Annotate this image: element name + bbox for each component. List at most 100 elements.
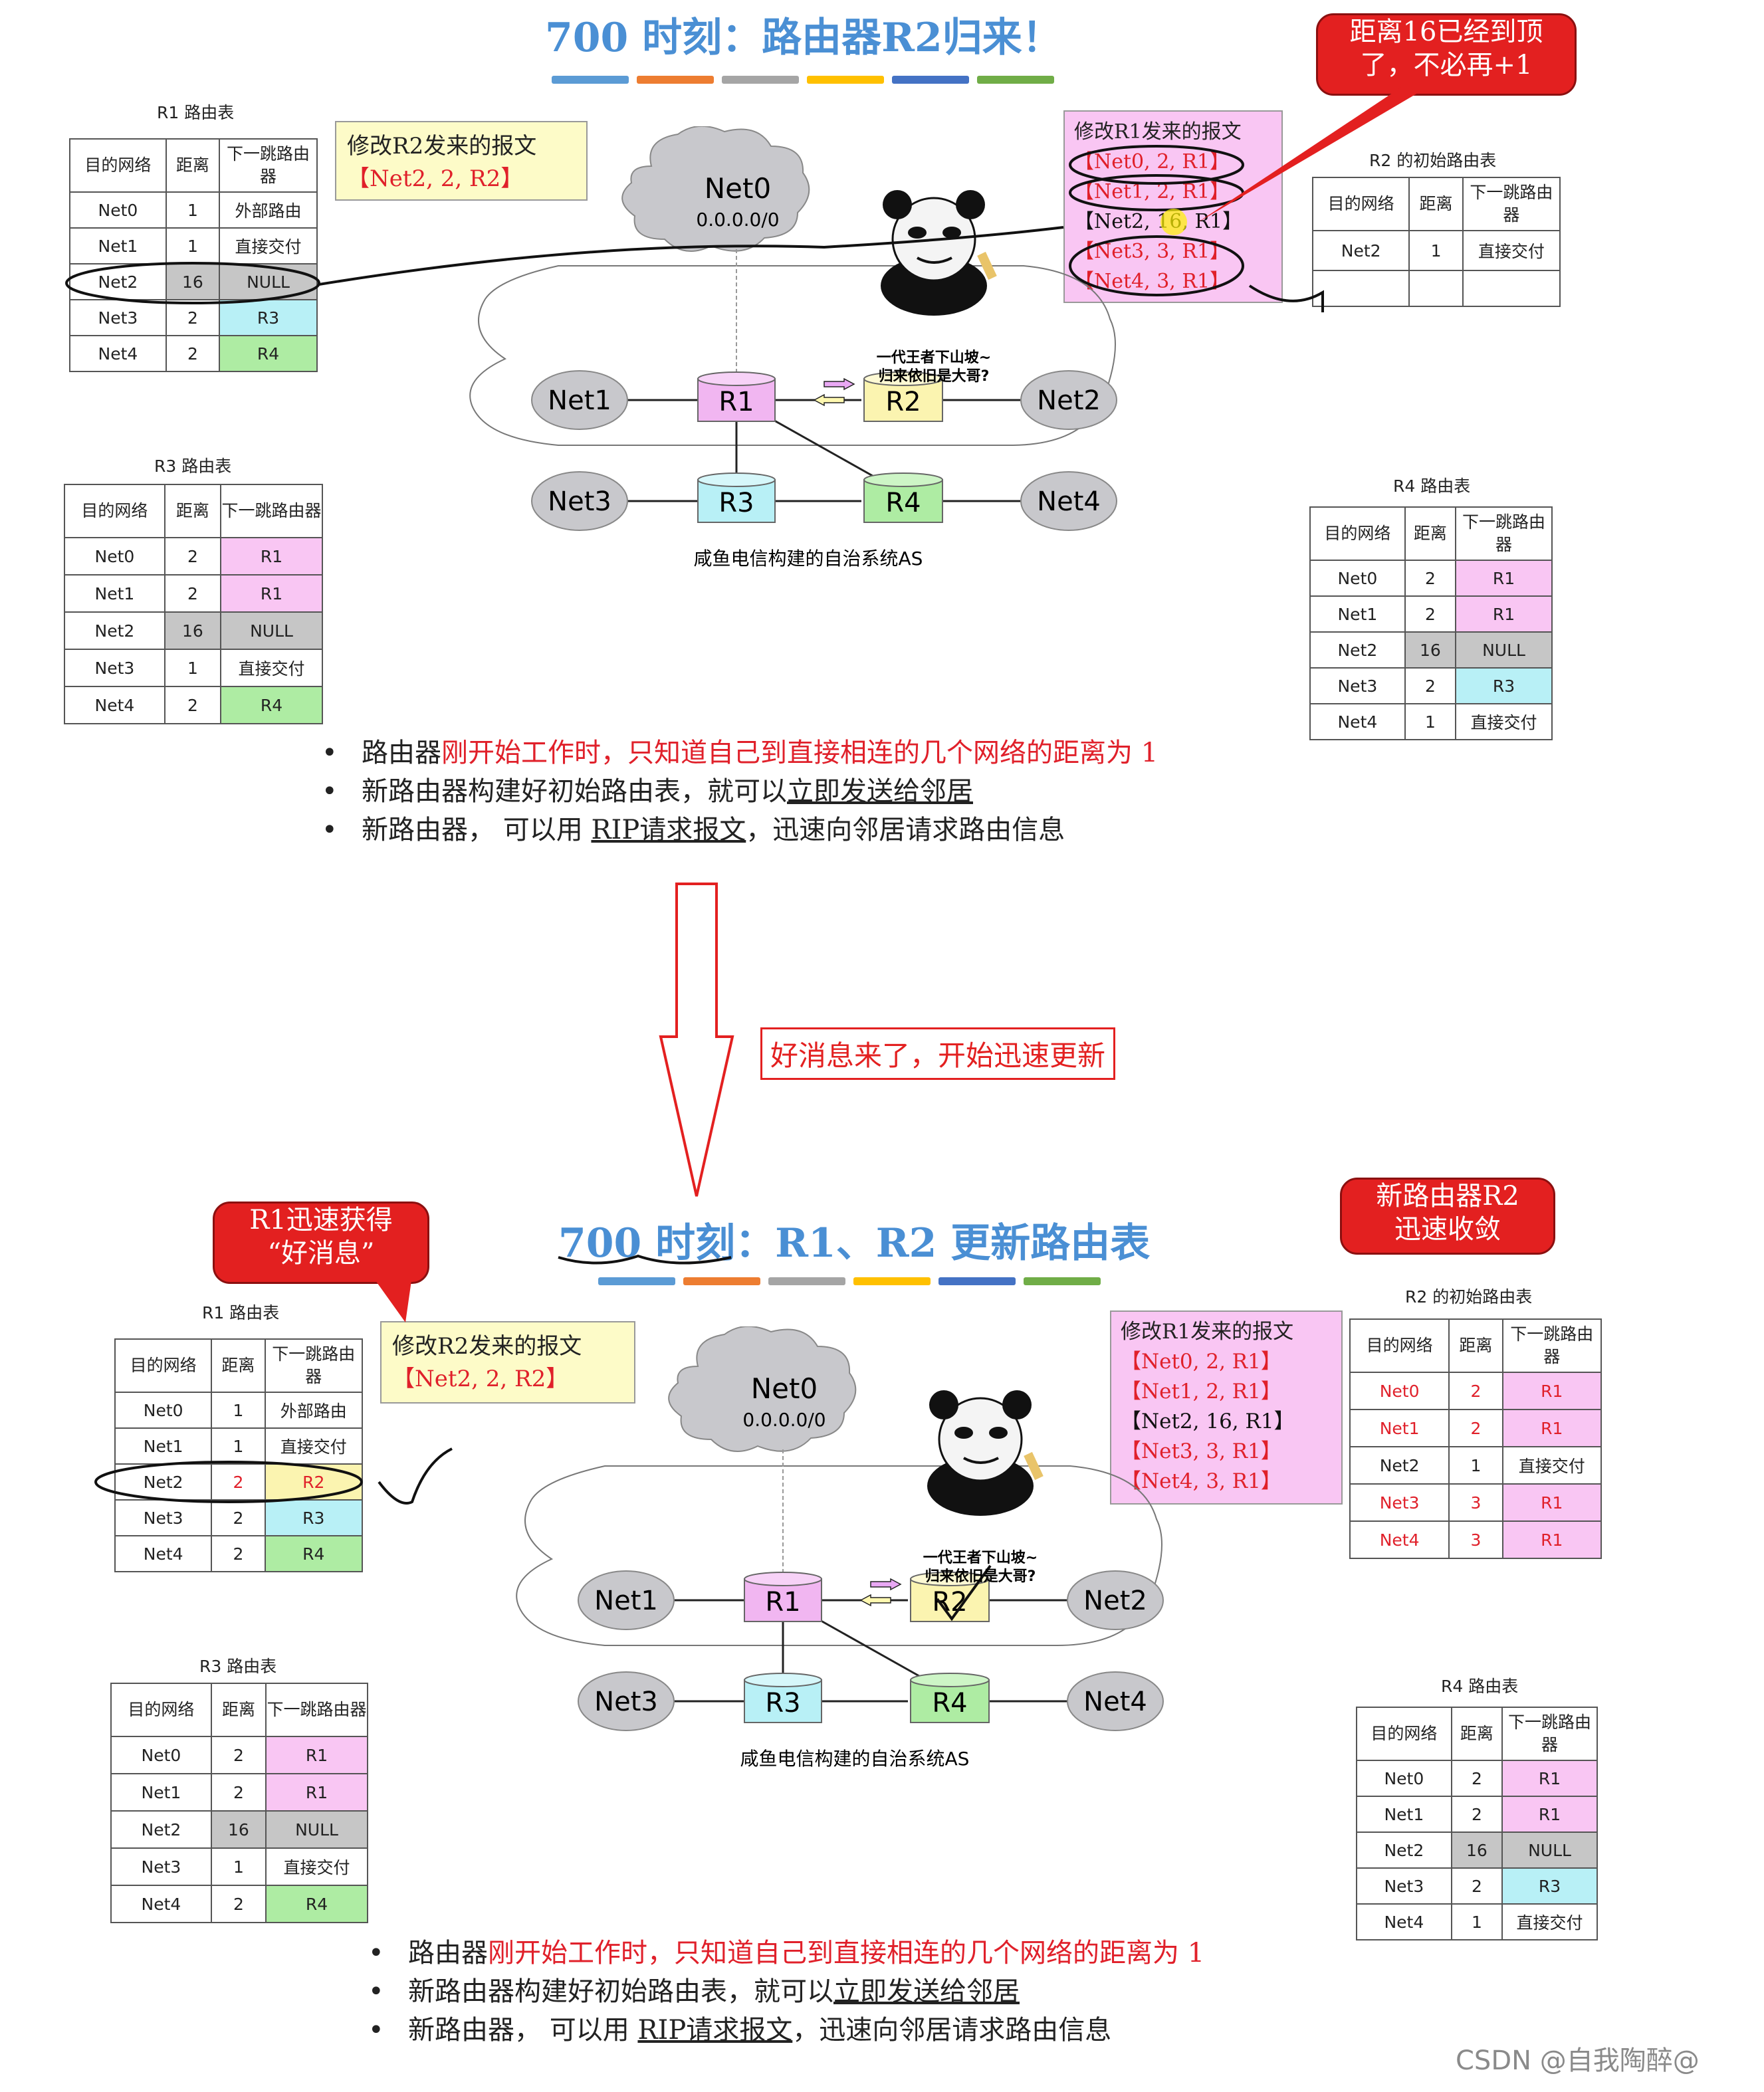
- cell: R2: [264, 1463, 364, 1501]
- cell: 2: [1448, 1409, 1503, 1447]
- cell: 2: [210, 1885, 267, 1923]
- net0-label: Net0: [751, 1372, 818, 1405]
- col-header: 下一跳路由器: [220, 484, 323, 538]
- cell: Net1: [64, 574, 165, 613]
- cell: Net2: [1349, 1446, 1450, 1485]
- col-header: 距离: [210, 1683, 267, 1737]
- cell: Net0: [1309, 560, 1406, 597]
- bullet-dot: •: [368, 1938, 384, 1968]
- net0-addr: 0.0.0.0/0: [742, 1409, 826, 1431]
- annotation-underline-title: [558, 1254, 732, 1265]
- color-bar-3: [722, 76, 799, 84]
- cell: 1: [164, 649, 222, 687]
- col-header: 目的网络: [69, 138, 167, 193]
- color-bar-1: [552, 76, 629, 84]
- color-bar-6: [977, 76, 1054, 84]
- table-row: [1311, 270, 1561, 307]
- top-r2-caption: R2 的初始路由表: [1369, 151, 1497, 170]
- color-bar-2: [683, 1277, 760, 1285]
- col-header: 下一跳路由器: [1462, 177, 1561, 231]
- top-color-bar: [552, 76, 1054, 84]
- cell: 3: [1448, 1483, 1503, 1522]
- cell: R4: [219, 335, 318, 372]
- bullet-dot: •: [322, 738, 338, 768]
- col-header: 目的网络: [1349, 1318, 1450, 1373]
- msg-title: 修改R2发来的报文: [347, 133, 537, 159]
- cell: 2: [211, 1535, 266, 1572]
- cell: 2: [1450, 1796, 1503, 1833]
- color-bar-3: [768, 1277, 845, 1285]
- annotation-circle-net2: [94, 1461, 363, 1503]
- cell: 直接交付: [264, 1427, 364, 1465]
- col-header: 下一跳路由器: [1455, 506, 1553, 561]
- table-header-row: 目的网络 距离 下一跳路由器: [1309, 506, 1553, 561]
- router-r2: R2: [863, 371, 943, 422]
- bullet-item: •新路由器构建好初始路由表，就可以立即发送给邻居: [368, 1972, 1204, 2011]
- cell: [1408, 270, 1464, 307]
- top-r3-caption: R3 路由表: [154, 457, 232, 476]
- bullet-item: •新路由器构建好初始路由表，就可以立即发送给邻居: [322, 772, 1158, 811]
- arrow-r2-to-r1: [813, 393, 845, 407]
- middle-note: 好消息来了，开始迅速更新: [760, 1027, 1116, 1080]
- net3-label: Net3: [548, 486, 611, 517]
- meme-text-2: 归来依旧是大哥?: [925, 1568, 1036, 1585]
- color-bar-4: [807, 76, 884, 84]
- net4-label: Net4: [1083, 1687, 1147, 1717]
- bullet-item: •路由器刚开始工作时，只知道自己到直接相连的几个网络的距离为 1: [322, 734, 1158, 772]
- msg-line: 【Net0, 2, R1】: [1074, 150, 1230, 173]
- cell: 16: [210, 1810, 267, 1849]
- cell: 2: [210, 1736, 267, 1774]
- bottom-callout-right: 新路由器R2 迅速收敛: [1340, 1178, 1555, 1255]
- top-title: 700 时刻：路由器R2归来！: [545, 15, 1062, 61]
- cell: 3: [1448, 1520, 1503, 1559]
- col-header: 距离: [1404, 506, 1457, 561]
- cell: Net0: [1356, 1760, 1452, 1797]
- msg-line: 【Net1, 2, R1】: [1121, 1380, 1281, 1404]
- cell: R1: [1501, 1520, 1602, 1559]
- cell: 1: [165, 191, 221, 229]
- cell: 2: [1450, 1760, 1503, 1797]
- cell: 直接交付: [1462, 230, 1561, 271]
- cell: Net0: [1349, 1372, 1450, 1410]
- annotation-circle-msg-2: [1069, 174, 1244, 211]
- bullet-pre: 新路由器， 可以用: [362, 815, 592, 845]
- col-header: 下一跳路由器: [219, 138, 318, 193]
- cell: 2: [211, 1463, 266, 1501]
- check-mark-icon: [936, 1564, 992, 1621]
- cell: NULL: [1501, 1831, 1598, 1869]
- bottom-title: 700 时刻：R1、R2 更新路由表: [558, 1220, 1151, 1267]
- annotation-arrow-to-r2: [1248, 284, 1324, 312]
- col-header: 下一跳路由器: [1501, 1707, 1598, 1761]
- col-header: 下一跳路由器: [264, 1338, 364, 1393]
- net4-cloud: Net4: [1020, 471, 1117, 531]
- top-callout-line-2: 了，不必再+1: [1360, 50, 1533, 80]
- color-bar-5: [892, 76, 969, 84]
- as-label: 咸鱼电信构建的自治系统AS: [694, 548, 923, 570]
- arrow-r1-to-r2: [824, 377, 855, 391]
- col-header: 距离: [1408, 177, 1464, 231]
- cell: 直接交付: [265, 1847, 368, 1886]
- bullet-red: 刚开始工作时，只知道自己到直接相连的几个网络的距离为 1: [441, 738, 1158, 768]
- bullet-pre: 新路由器， 可以用: [408, 2015, 638, 2045]
- cell: 16: [165, 263, 221, 300]
- cell: R1: [1501, 1409, 1602, 1447]
- cell: R1: [1501, 1372, 1602, 1410]
- bottom-bullets: •路由器刚开始工作时，只知道自己到直接相连的几个网络的距离为 1 •新路由器构建…: [368, 1934, 1204, 2049]
- table-header-row: 目的网络 距离 下一跳路由器: [1356, 1707, 1598, 1761]
- cell: 1: [211, 1392, 266, 1429]
- cell: 1: [1450, 1903, 1503, 1940]
- msg-line: 【Net2, 16, R1】: [1074, 210, 1243, 233]
- cell: Net1: [1349, 1409, 1450, 1447]
